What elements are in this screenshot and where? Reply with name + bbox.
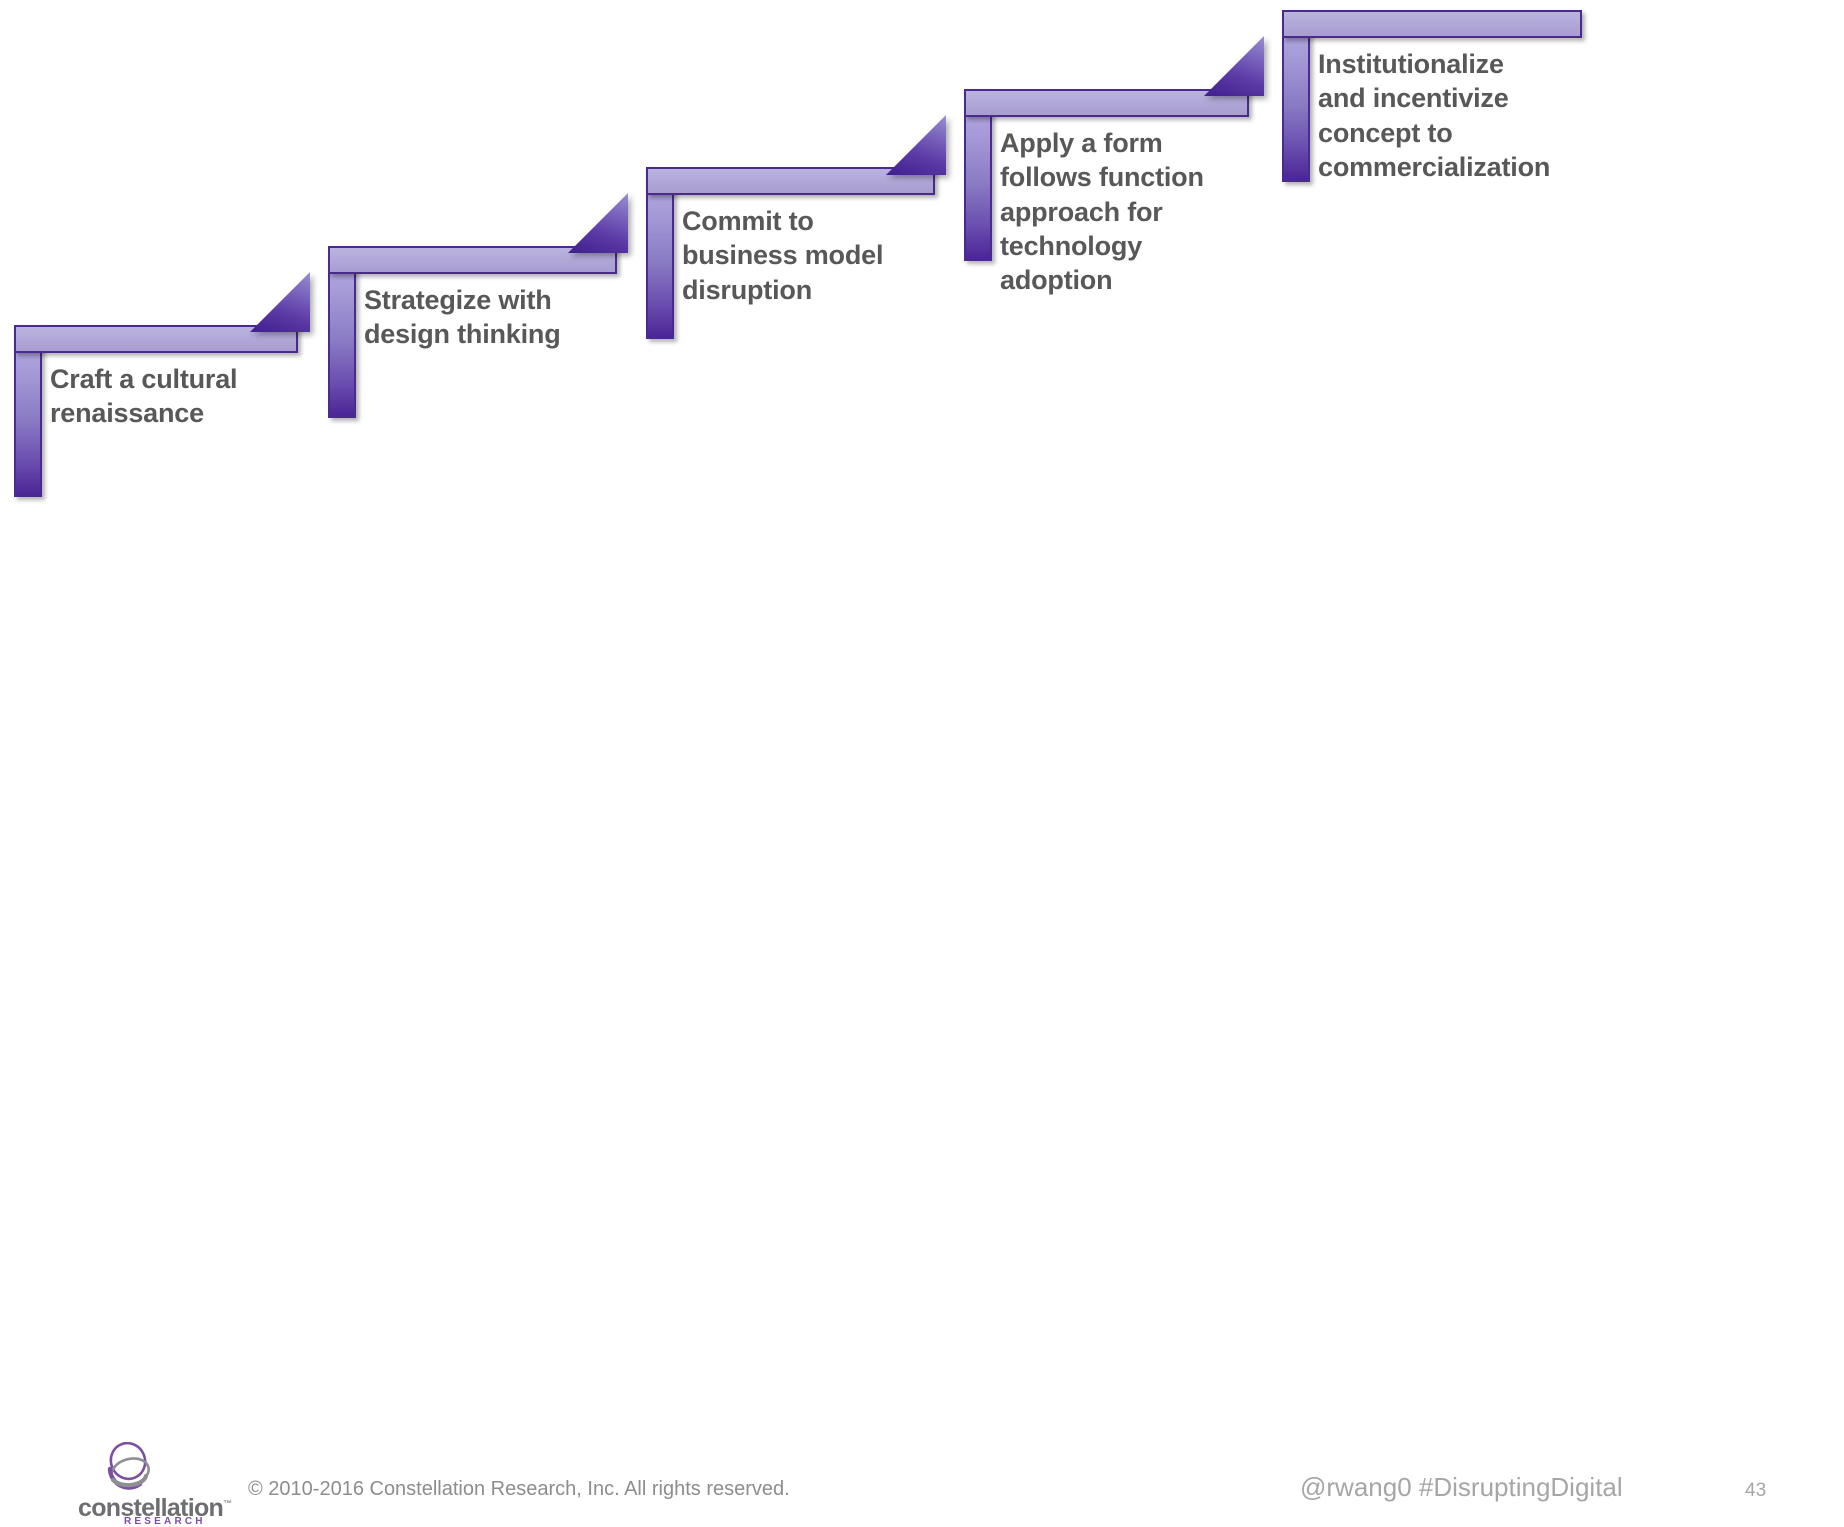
step-4-vertical-bar xyxy=(964,89,992,261)
step-3-label: Commit to business model disruption xyxy=(682,206,884,305)
step-2-horizontal-bar xyxy=(328,246,617,274)
social-handle-text: @rwang0 #DisruptingDigital xyxy=(1300,1472,1623,1502)
triangle-icon xyxy=(250,272,310,332)
logo-trademark-symbol: ™ xyxy=(223,1498,232,1509)
step-3-vertical-bar xyxy=(646,167,674,339)
step-5-label: Institutionalize and incentivize concept… xyxy=(1318,49,1551,182)
constellation-research-logo: constellation™ RESEARCH xyxy=(78,1442,232,1527)
triangle-icon xyxy=(1204,36,1264,96)
step-3-horizontal-bar xyxy=(646,167,935,195)
slide-footer: constellation™ RESEARCH © 2010-2016 Cons… xyxy=(0,710,1844,1527)
step-4-horizontal-bar xyxy=(964,89,1249,117)
constellation-orb-icon xyxy=(107,1442,150,1490)
slide-canvas: Craft a cultural renaissance Strategize w… xyxy=(0,10,1844,1527)
step-1-label: Craft a cultural renaissance xyxy=(50,364,238,429)
slide-number: 43 xyxy=(1745,1480,1767,1501)
logo-subword: RESEARCH xyxy=(124,1516,206,1527)
step-1-vertical-bar xyxy=(14,325,42,497)
step-5-vertical-bar xyxy=(1282,10,1310,182)
step-2-vertical-bar xyxy=(328,246,356,418)
step-4-label: Apply a form follows function approach f… xyxy=(1000,128,1204,296)
triangle-icon xyxy=(886,115,946,175)
triangle-icon xyxy=(568,193,628,253)
step-1-horizontal-bar xyxy=(14,325,298,353)
copyright-text: © 2010-2016 Constellation Research, Inc.… xyxy=(248,1478,790,1500)
step-2-label: Strategize with design thinking xyxy=(364,285,561,350)
step-5-horizontal-bar xyxy=(1282,10,1582,38)
